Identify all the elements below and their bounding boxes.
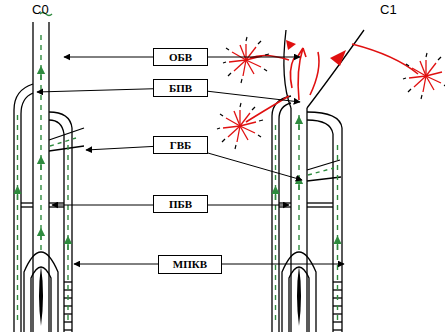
figure-label: С0 (32, 3, 49, 16)
label-box: ПБВ (153, 195, 208, 213)
box-label: ПБВ (169, 199, 192, 210)
label-box: ГВБ (153, 136, 208, 154)
label-box: МПКВ (158, 255, 222, 274)
box-label: МПКВ (173, 259, 207, 270)
label-box: БПВ (153, 79, 208, 97)
box-label: БПВ (169, 83, 192, 94)
box-label: ГВБ (170, 140, 192, 151)
box-label: ОБВ (169, 52, 192, 63)
label-box: ОБВ (153, 48, 208, 66)
figure-label: С1 (380, 3, 397, 16)
